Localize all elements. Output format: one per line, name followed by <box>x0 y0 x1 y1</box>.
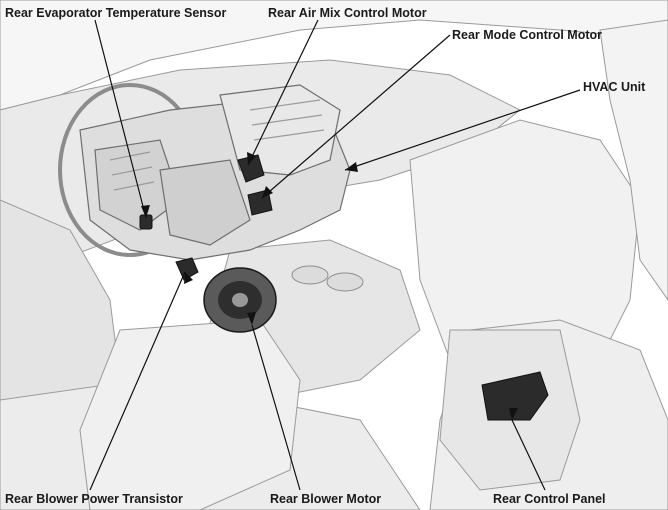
leader-rear-air-mix-control-motor <box>247 19 319 166</box>
label-rear-blower-power-transistor: Rear Blower Power Transistor <box>5 492 183 506</box>
leader-rear-blower-motor <box>251 324 301 491</box>
leader-rear-blower-power-transistor <box>89 271 186 491</box>
rear-blower-motor-shape <box>203 267 277 333</box>
leader-rear-control-panel <box>511 419 546 491</box>
cup-holders <box>291 265 364 292</box>
label-hvac-unit: HVAC Unit <box>583 80 646 94</box>
label-rear-blower-motor: Rear Blower Motor <box>270 492 382 506</box>
leader-hvac-unit <box>344 89 581 171</box>
highlighted-components <box>139 154 549 421</box>
leader-arrowheads <box>141 152 518 420</box>
rear-control-panel-shape <box>481 371 549 421</box>
leader-rear-mode-control-motor <box>261 34 451 199</box>
label-rear-mode-control-motor: Rear Mode Control Motor <box>452 28 602 42</box>
label-rear-air-mix-control-motor: Rear Air Mix Control Motor <box>268 6 427 20</box>
rear-blower-power-transistor-shape <box>175 257 199 281</box>
label-rear-control-panel: Rear Control Panel <box>493 492 606 506</box>
label-rear-evaporator-temperature-sensor: Rear Evaporator Temperature Sensor <box>5 6 227 20</box>
leader-rear-evaporator-temperature-sensor <box>94 19 147 219</box>
leader-lines <box>89 19 581 491</box>
rear-mode-control-motor-shape <box>247 189 273 216</box>
